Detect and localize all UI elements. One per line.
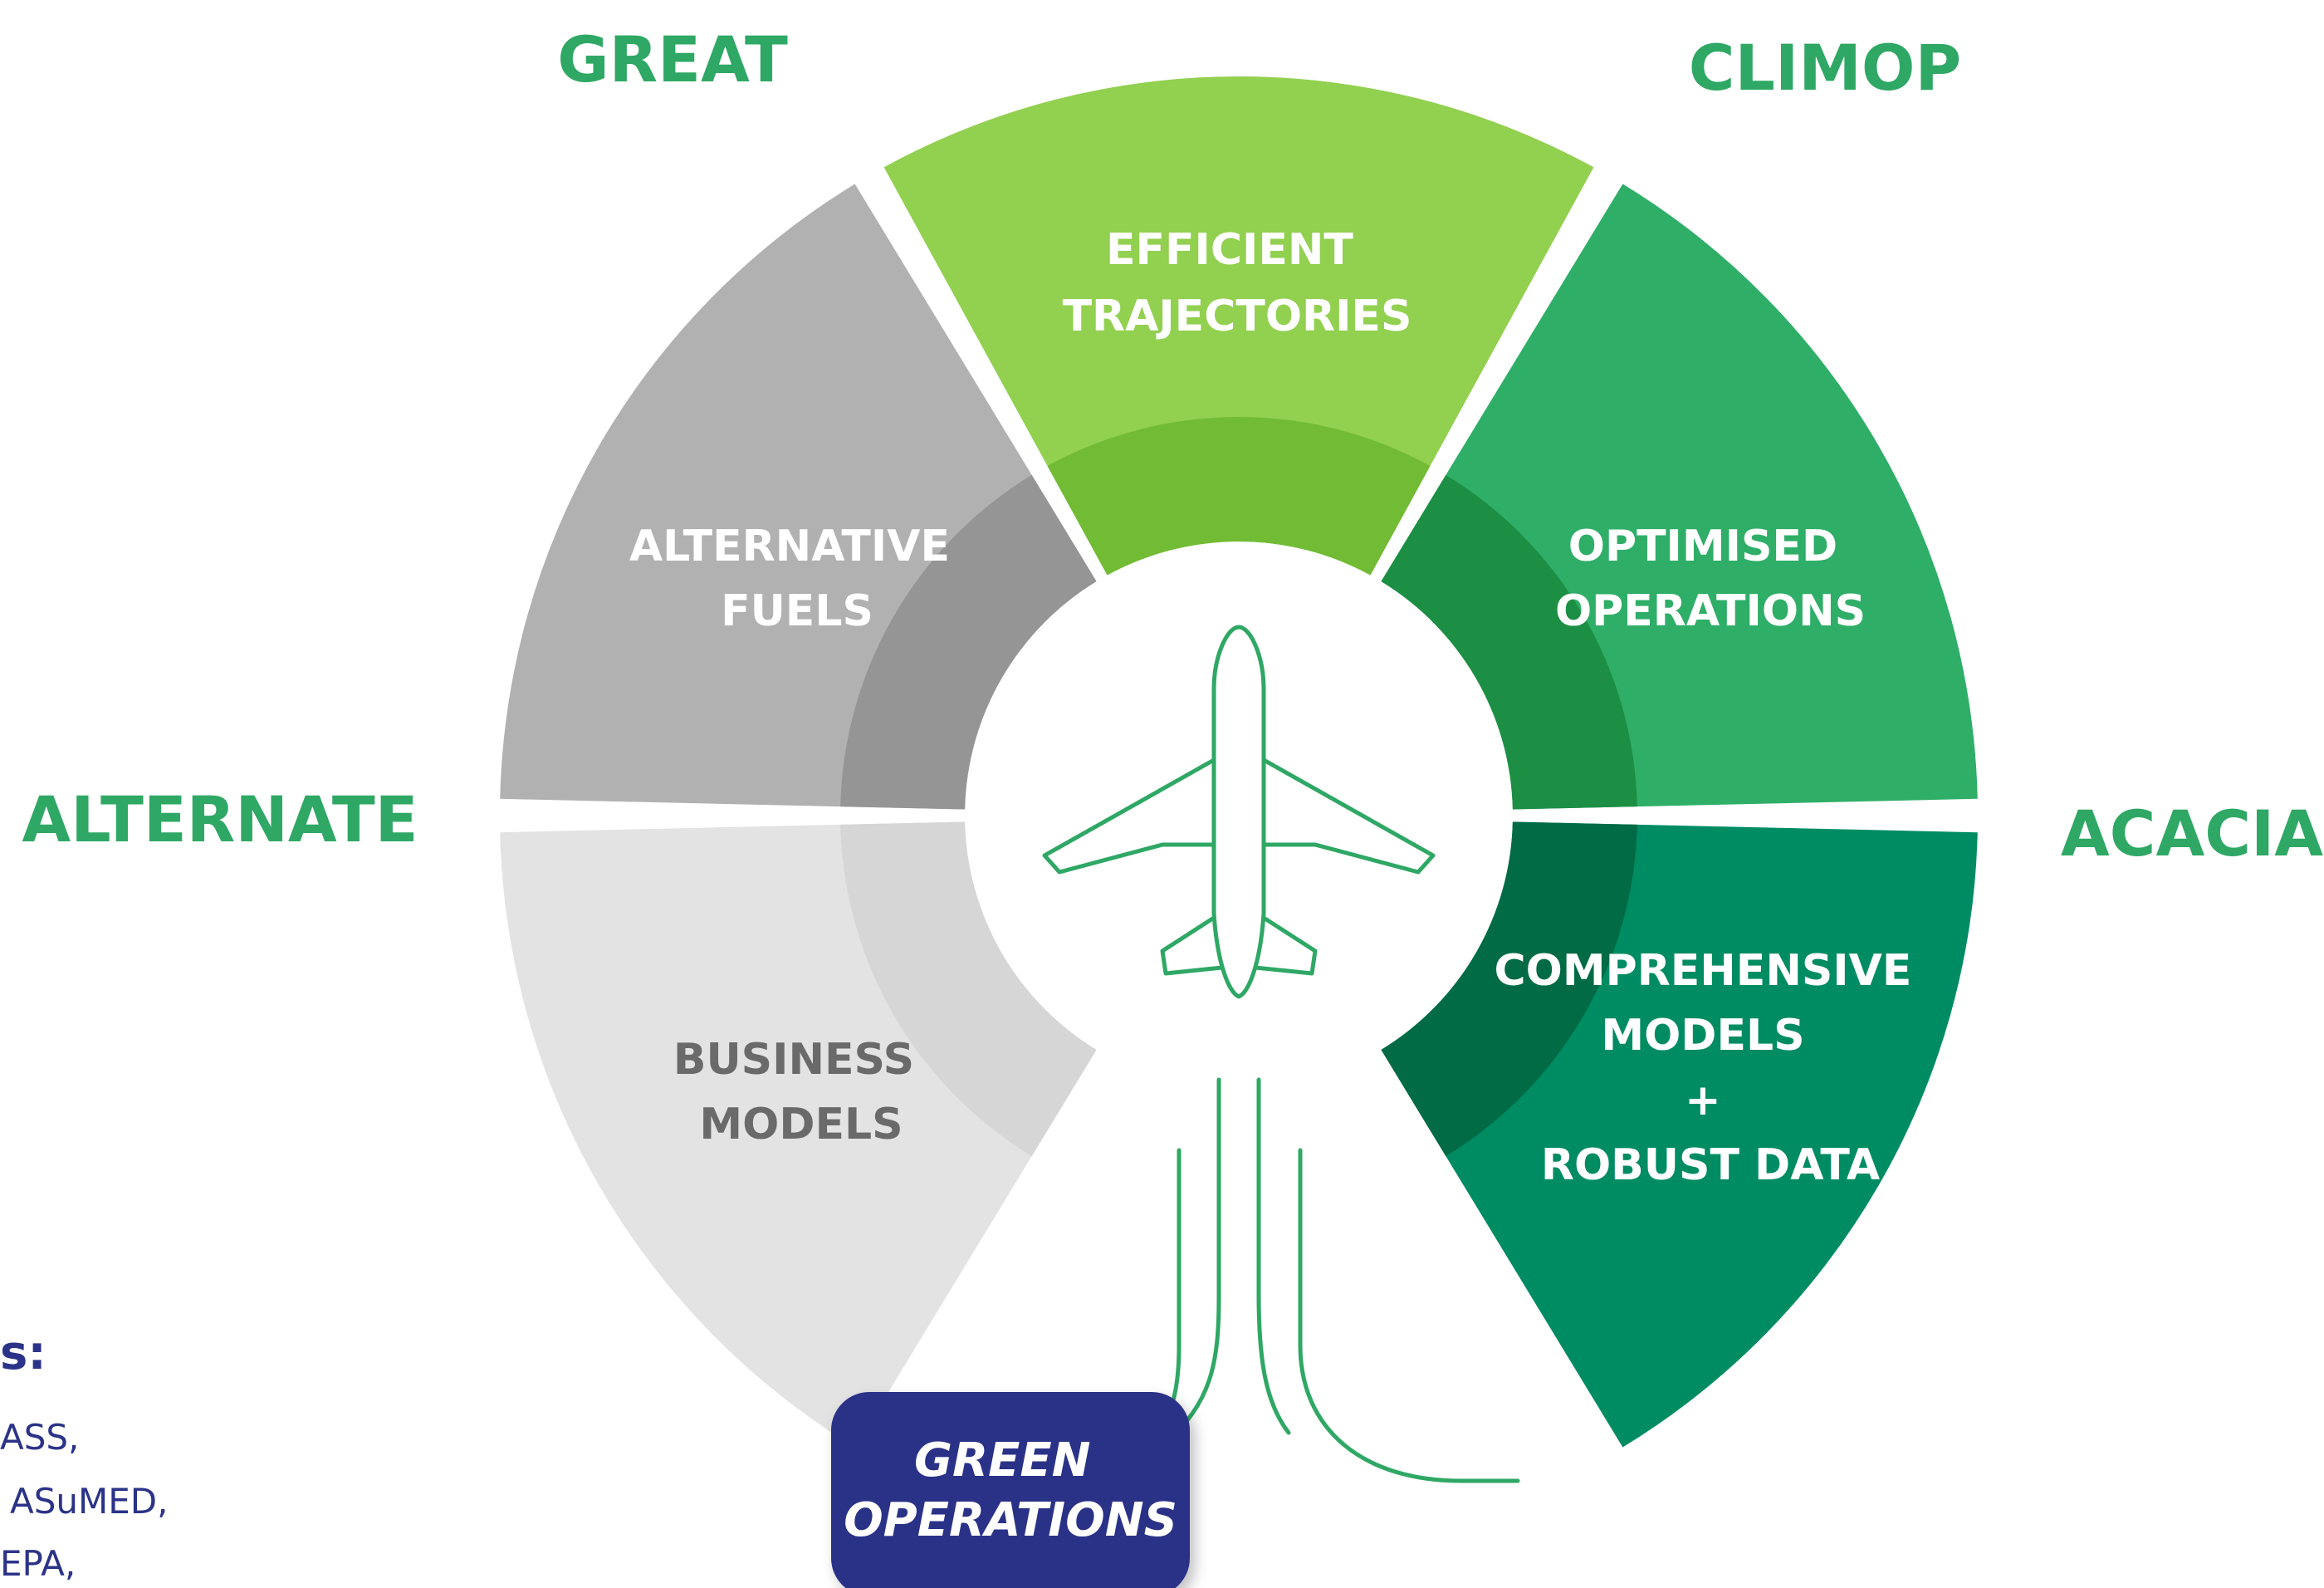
project-label-great: GREAT: [557, 22, 788, 96]
segment-label-comprehensive: COMPREHENSIVE MODELS + ROBUST DATA: [1494, 946, 1926, 1190]
partners-heading: s:: [0, 1326, 46, 1380]
segment-label-optimised: OPTIMISED OPERATIONS: [1555, 522, 1866, 636]
partners-line-3: EPA,: [0, 1543, 76, 1584]
partners-line-2: ASuMED,: [10, 1481, 168, 1522]
segment-business-models-inner-band: [840, 821, 1097, 1157]
project-label-climop: CLIMOP: [1689, 31, 1961, 105]
green-operations-label: GREEN OPERATIONS: [844, 1434, 1177, 1547]
project-label-alternate: ALTERNATE: [22, 782, 418, 856]
airplane-icon: [1042, 625, 1436, 999]
segment-efficient-trajectories: [883, 76, 1594, 576]
segment-optimised-operations-inner-band: [1381, 474, 1637, 810]
segment-efficient-trajectories-inner-band: [1047, 417, 1431, 576]
segment-label-alternative: ALTERNATIVE FUELS: [629, 522, 965, 636]
background-arc-inner: [0, 0, 241, 1588]
project-label-acacia: ACACIA: [2061, 796, 2323, 870]
green-operations-badge: [831, 1392, 1190, 1588]
segment-alternative-fuels-inner-band: [840, 474, 1097, 810]
partners-line-1: ASS,: [0, 1417, 79, 1458]
ring: [500, 76, 1978, 1448]
segment-label-business: BUSINESS MODELS: [673, 1035, 929, 1149]
segment-comprehensive-models-inner-band: [1381, 821, 1637, 1157]
segment-label-efficient: EFFICIENT TRAJECTORIES: [1063, 225, 1412, 341]
